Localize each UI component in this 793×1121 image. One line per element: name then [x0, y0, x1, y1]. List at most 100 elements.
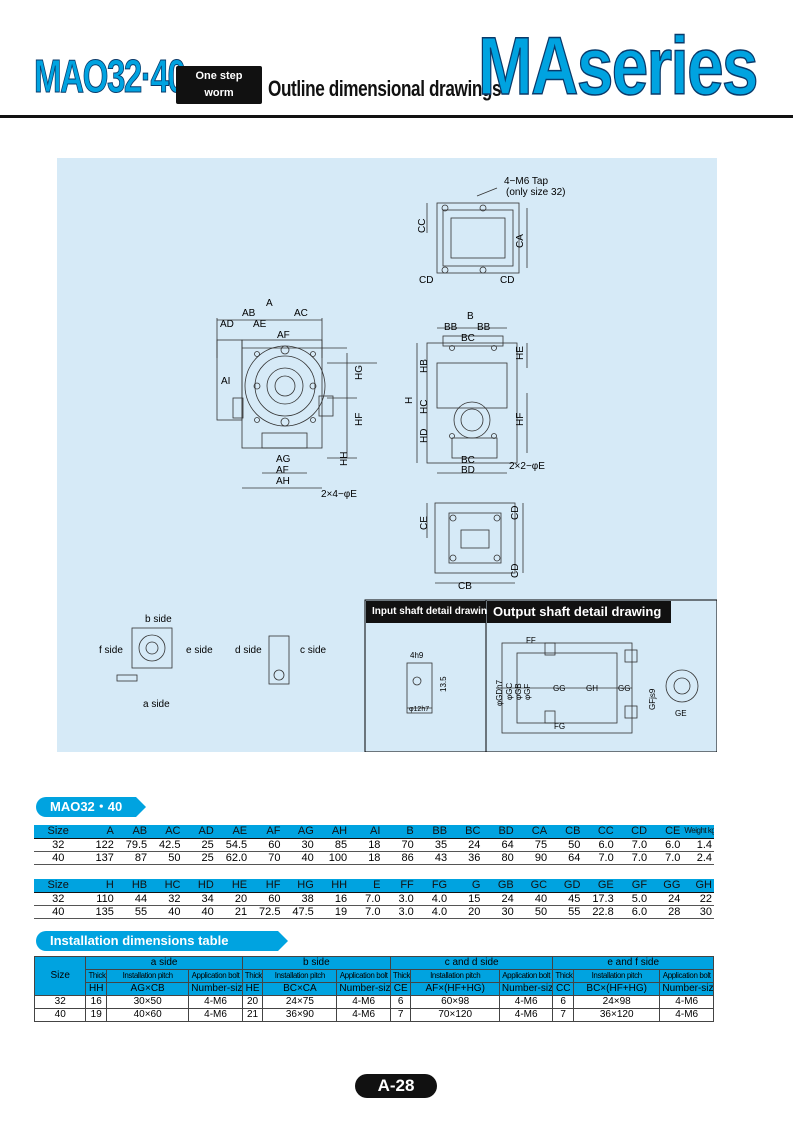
table-cell: 24: [649, 892, 683, 906]
table-cell: 62.0: [215, 851, 250, 865]
output-shaft-drawing: [501, 642, 699, 734]
column-header: AG: [282, 825, 316, 839]
table-cell: 122: [82, 838, 116, 852]
table-cell: 86: [382, 851, 416, 865]
label-ff: FF: [526, 636, 536, 645]
table-cell: 4-M6: [659, 995, 714, 1009]
table-cell: 40×60: [105, 1008, 190, 1022]
table-cell: 32: [149, 892, 183, 906]
table-cell: 24×98: [572, 995, 661, 1009]
label-tap: 4−M6 Tap: [504, 176, 549, 187]
table-cell: 7.0: [615, 838, 650, 852]
label-af-top: AF: [277, 330, 290, 341]
table-cell: 4-M6: [188, 995, 243, 1009]
table-cell: 3.0: [382, 905, 416, 919]
column-header: HH: [315, 879, 350, 893]
table-cell: 30: [282, 838, 316, 852]
input-detail-title: Input shaft detail drawing: [366, 601, 493, 623]
dims-tag: MAO32・40: [36, 797, 146, 817]
table-cell: 15: [449, 892, 483, 906]
orientation-sketch: [116, 627, 290, 685]
code-header-row: HHAG×CBNumber-sizeHEBC×CANumber-sizeCEAF…: [35, 982, 714, 996]
code-header: Number-size: [336, 982, 391, 996]
table-cell: 32: [34, 838, 83, 852]
table-cell: 42.5: [149, 838, 183, 852]
column-header: H: [82, 879, 116, 893]
label-b: B: [467, 311, 474, 322]
output-detail-title: Output shaft detail drawing: [487, 601, 671, 623]
table-cell: 110: [82, 892, 116, 906]
label-ah: AH: [276, 476, 290, 487]
input-shaft-drawing: [406, 662, 433, 714]
label-gf: GFjs9: [648, 688, 657, 710]
table-cell: 5.0: [615, 892, 650, 906]
table-cell: 20: [215, 892, 250, 906]
column-header: AD: [182, 825, 216, 839]
table-cell: 7.0: [615, 851, 650, 865]
label-e-side: e side: [186, 645, 213, 656]
sub-header: Thickness: [552, 969, 574, 983]
page-header: MAO32·40 One step worm speed reducer Out…: [0, 0, 793, 120]
table-cell: 34: [182, 892, 216, 906]
sub-header: Thickness: [241, 969, 264, 983]
column-header: GC: [515, 879, 550, 893]
table-cell: 21: [215, 905, 250, 919]
label-gg-1: GG: [553, 684, 566, 693]
column-header: A: [82, 825, 116, 839]
table-cell: 4-M6: [336, 995, 391, 1009]
table-cell: 6.0: [582, 838, 616, 852]
column-header: HC: [149, 879, 183, 893]
table-cell: 70: [382, 838, 416, 852]
table-cell: 4.0: [415, 892, 450, 906]
label-ag: AG: [276, 454, 291, 465]
label-gg-2: GG: [618, 684, 631, 693]
table-cell: 45: [549, 892, 583, 906]
table-cell: 6: [552, 995, 574, 1009]
column-header: HE: [215, 879, 250, 893]
page-number: A-28: [355, 1074, 437, 1098]
label-input-dim: 13.5: [439, 676, 448, 692]
sub-header: Application bolt: [188, 969, 243, 983]
sub-header: Thickness: [85, 969, 107, 983]
table-cell: 19: [315, 905, 350, 919]
label-hf-side: HF: [515, 412, 526, 426]
bottom-view-drawing: [426, 502, 524, 584]
table-cell: 50: [515, 905, 550, 919]
label-h: H: [404, 396, 415, 404]
table-cell: 18: [349, 851, 383, 865]
label-hf-front: HF: [354, 412, 365, 426]
column-header: GB: [482, 879, 516, 893]
table-cell: 20: [241, 995, 264, 1009]
table-cell: 18: [349, 838, 383, 852]
code-header: Number-size: [659, 982, 714, 996]
table-cell: 24: [482, 892, 516, 906]
sub-header: Application bolt: [659, 969, 714, 983]
column-header: HD: [182, 879, 216, 893]
code-header: HH: [85, 982, 107, 996]
table-cell: 25: [182, 838, 216, 852]
table-cell: 50: [149, 851, 183, 865]
table-cell: 16: [315, 892, 350, 906]
sub-header: Installation pitch: [572, 969, 661, 983]
label-a: A: [266, 298, 273, 309]
label-cd-top-1: CD: [419, 275, 434, 286]
label-ad: AD: [220, 319, 234, 330]
sub-header: Installation pitch: [410, 969, 500, 983]
table-cell: 60: [249, 838, 283, 852]
label-hb: HB: [419, 359, 430, 373]
label-hg: HG: [354, 365, 365, 380]
table-cell: 80: [482, 851, 516, 865]
label-cd-top-2: CD: [500, 275, 515, 286]
label-input-dia: φ12h7: [409, 706, 430, 713]
table-cell: 25: [182, 851, 216, 865]
table-cell: 75: [515, 838, 550, 852]
column-header: GG: [649, 879, 683, 893]
drawing-panel: 4−M6 Tap (only size 32) CC CA CD CD A AB…: [57, 158, 717, 752]
table-cell: 4-M6: [498, 995, 554, 1009]
label-ae: AE: [253, 319, 267, 330]
table-cell: 4-M6: [659, 1008, 714, 1022]
